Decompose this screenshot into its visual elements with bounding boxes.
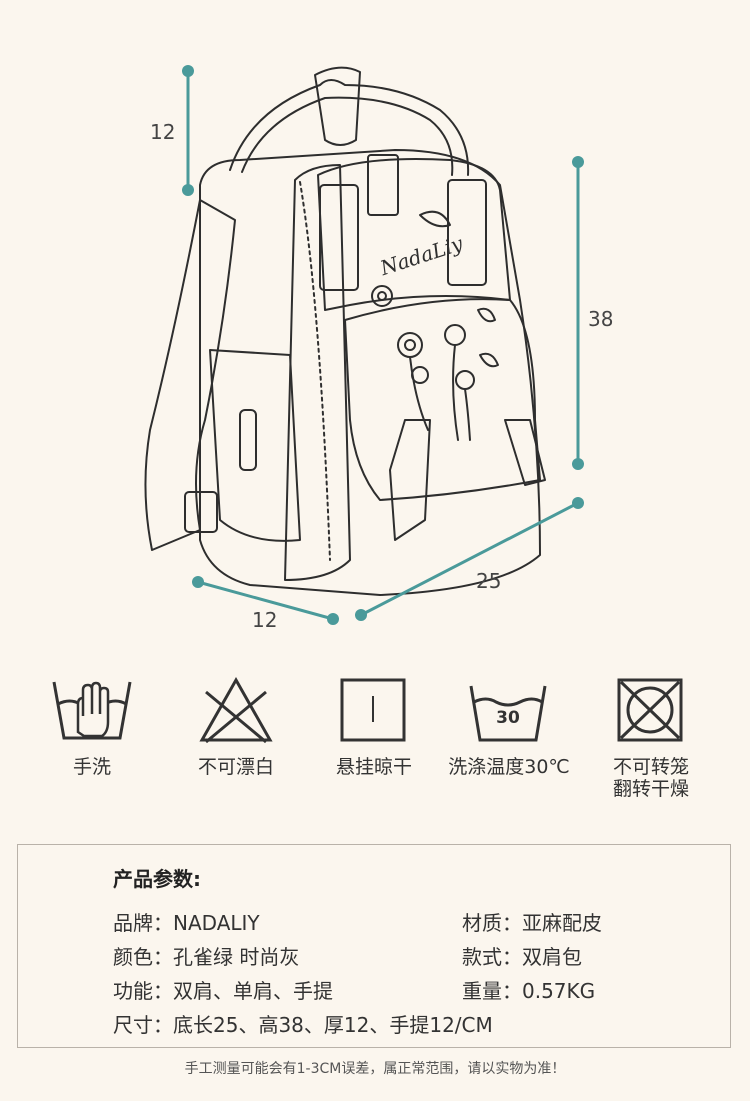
spec-weight: 重量：0.57KG [462,979,596,1003]
no-bleach-icon [199,676,273,744]
depth-dimension-line [197,580,334,621]
pocket-strap-left [389,419,431,541]
side-panel [284,164,351,581]
depth-dimension-label: 12 [252,608,278,632]
measurement-disclaimer: 手工测量可能会有1-3CM误差，属正常范围，请以实物为准！ [184,1061,566,1077]
care-label-line-dry: 悬挂晾干 [335,756,412,778]
top-handle-inner [241,96,454,176]
backpack-illustration: NadaLiy [144,65,584,625]
spec-brand: 品牌：NADALIY [113,911,260,935]
left-strap-tab [319,184,359,291]
wash-30-icon [469,685,547,742]
line-dry-icon [340,678,406,742]
hand-wash-icon [52,681,132,740]
care-label-no-tumble-dry-1: 不可转笼 [612,756,689,778]
care-label-no-bleach: 不可漂白 [197,756,274,778]
care-label-hand-wash: 手洗 [72,756,111,778]
spec-function: 功能：双肩、单肩、手提 [113,979,333,1003]
center-tab [367,154,399,216]
pocket-strap-right [504,419,546,486]
spec-size: 尺寸：底长25、高38、厚12、手提12/CM [113,1013,493,1037]
height-dimension-label: 38 [588,307,614,331]
shoulder-strap [144,199,236,551]
care-label-no-tumble-dry-2: 翻转干燥 [612,778,689,800]
spec-material: 材质：亚麻配皮 [462,911,602,935]
side-pocket [209,349,301,542]
zipper-line [299,181,331,561]
right-strap-tab [447,179,487,286]
front-pocket [344,298,541,501]
front-lid [317,158,511,311]
care-label-wash-temp: 洗涤温度30℃ [448,756,570,778]
side-zipper-pull [239,409,257,471]
wash-temperature: 30 [496,708,520,728]
specs-title: 产品参数: [113,867,201,891]
spec-style: 款式：双肩包 [462,945,582,969]
width-dimension-line [360,501,579,617]
brand-embroidery: NadaLiy [376,231,466,281]
no-tumble-dry-icon [617,678,683,742]
handle-dimension-label: 12 [150,120,176,144]
backpack-body [199,149,541,596]
product-specs-panel: 产品参数: 品牌：NADALIY 材质：亚麻配皮 颜色：孔雀绿 时尚灰 款式：双… [17,844,731,1048]
width-dimension-label: 25 [476,569,502,593]
top-handle [229,79,470,176]
handle-loop [314,66,361,146]
spec-color: 颜色：孔雀绿 时尚灰 [113,945,300,969]
